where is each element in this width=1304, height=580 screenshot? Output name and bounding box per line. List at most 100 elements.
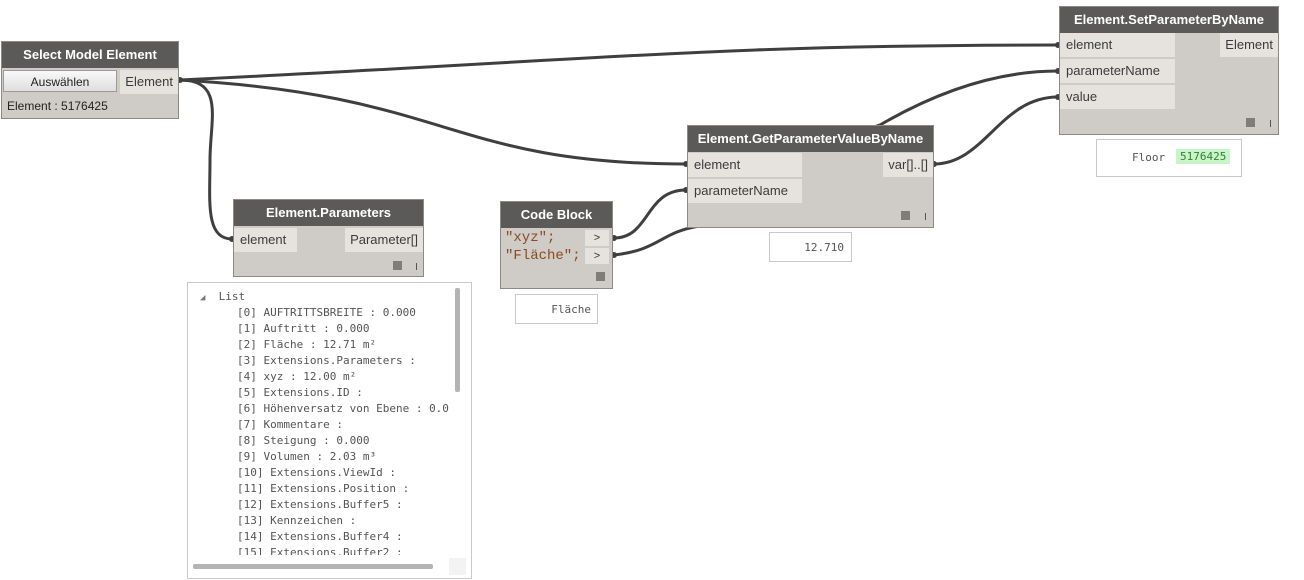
output-port-element[interactable]: Element xyxy=(1220,33,1278,57)
list-item-index: [10] xyxy=(237,466,264,479)
list-item-index: [12] xyxy=(237,498,264,511)
node-set-parameter-by-name[interactable]: Element.SetParameterByName element Eleme… xyxy=(1059,6,1279,135)
port-row: value xyxy=(1060,85,1278,111)
list-item-value: Fläche : 12.71 m² xyxy=(263,338,377,351)
list-item: [9] Volumen : 2.03 m³ xyxy=(237,449,449,465)
node-title[interactable]: Element.GetParameterValueByName xyxy=(688,126,933,152)
input-port-element[interactable]: element xyxy=(688,153,802,177)
list-item-index: [9] xyxy=(237,450,257,463)
list-item: [15] Extensions.Buffer2 : xyxy=(237,545,449,555)
output-port-element[interactable]: Element xyxy=(120,70,178,94)
list-item-index: [14] xyxy=(237,530,264,543)
port-row: element Parameter[] xyxy=(234,228,423,254)
list-items: [0] AUFTRITTSBREITE : 0.000[1] Auftritt … xyxy=(237,305,449,555)
preview-toggle-icon[interactable] xyxy=(901,211,910,220)
list-item-index: [13] xyxy=(237,514,264,527)
vertical-scrollbar[interactable] xyxy=(455,288,460,392)
list-item-index: [2] xyxy=(237,338,257,351)
list-item-value: Extensions.Buffer4 : xyxy=(270,530,403,543)
preview-toggle-icon[interactable] xyxy=(1246,118,1255,127)
node-code-block[interactable]: Code Block "xyz"; "Fläche"; > > xyxy=(500,201,613,289)
port-row: parameterName xyxy=(1060,59,1278,85)
list-item-value: Extensions.Buffer5 : xyxy=(270,498,403,511)
collapse-triangle-icon[interactable]: ◢ xyxy=(200,293,206,303)
set-result-preview: Floor 5176425 xyxy=(1096,139,1242,177)
list-item: [12] Extensions.Buffer5 : xyxy=(237,497,449,513)
preview-value: Fläche xyxy=(551,303,591,316)
list-item-index: [6] xyxy=(237,402,257,415)
list-item-index: [11] xyxy=(237,482,264,495)
list-item: [0] AUFTRITTSBREITE : 0.000 xyxy=(237,305,449,321)
list-item: [6] Höhenversatz von Ebene : 0.0 xyxy=(237,401,449,417)
list-item-value: Kennzeichen : xyxy=(270,514,357,527)
list-item-value: Extensions.ID : xyxy=(263,386,363,399)
list-item-value: Steigung : 0.000 xyxy=(263,434,370,447)
horizontal-scrollbar[interactable] xyxy=(193,564,433,569)
select-button[interactable]: Auswählen xyxy=(3,70,117,92)
node-get-parameter-value-by-name[interactable]: Element.GetParameterValueByName element … xyxy=(687,125,934,228)
list-item: [4] xyz : 12.00 m² xyxy=(237,369,449,385)
input-port-parametername[interactable]: parameterName xyxy=(1060,59,1175,83)
list-item-index: [5] xyxy=(237,386,257,399)
list-item: [11] Extensions.Position : xyxy=(237,481,449,497)
node-title[interactable]: Code Block xyxy=(501,202,612,228)
port-row: parameterName xyxy=(688,179,933,205)
list-item: [14] Extensions.Buffer4 : xyxy=(237,529,449,545)
list-item-value: Volumen : 2.03 m³ xyxy=(263,450,377,463)
list-item-value: xyz : 12.00 m² xyxy=(263,370,357,383)
node-select-model-element[interactable]: Select Model Element Auswählen Element E… xyxy=(1,41,179,119)
output-port-var[interactable]: var[]..[] xyxy=(883,153,933,177)
input-port-element[interactable]: element xyxy=(234,228,297,252)
preview-type: Floor xyxy=(1132,151,1166,164)
list-item-index: [3] xyxy=(237,354,257,367)
list-item-value: Auftritt : 0.000 xyxy=(263,322,370,335)
code-block-preview: Fläche xyxy=(515,294,598,324)
code-line-2[interactable]: "Fläche"; xyxy=(505,248,581,264)
list-item-value: Extensions.ViewId : xyxy=(270,466,396,479)
list-title: List xyxy=(218,290,246,303)
node-element-parameters[interactable]: Element.Parameters element Parameter[] xyxy=(233,199,424,277)
input-port-element[interactable]: element xyxy=(1060,33,1175,57)
list-item-index: [8] xyxy=(237,434,257,447)
list-item: [5] Extensions.ID : xyxy=(237,385,449,401)
node-title[interactable]: Select Model Element xyxy=(2,42,178,68)
list-item-index: [1] xyxy=(237,322,257,335)
node-title[interactable]: Element.SetParameterByName xyxy=(1060,7,1278,33)
code-editor[interactable]: "xyz"; "Fläche"; xyxy=(501,229,585,267)
port-row: element var[]..[] xyxy=(688,153,933,179)
list-header[interactable]: ◢ List xyxy=(200,290,245,303)
list-item-index: [4] xyxy=(237,370,257,383)
wire-element-to-set xyxy=(178,43,1060,82)
list-item: [1] Auftritt : 0.000 xyxy=(237,321,449,337)
code-line-1[interactable]: "xyz"; xyxy=(505,230,556,246)
list-item: [8] Steigung : 0.000 xyxy=(237,433,449,449)
list-item-value: Extensions.Parameters : xyxy=(263,354,416,367)
list-item-value: AUFTRITTSBREITE : 0.000 xyxy=(263,306,416,319)
preview-element-id[interactable]: 5176425 xyxy=(1176,149,1231,164)
output-port-parameters[interactable]: Parameter[] xyxy=(345,228,423,252)
node-title[interactable]: Element.Parameters xyxy=(234,200,423,226)
node-status: Element : 5176425 xyxy=(7,99,108,113)
list-item: [10] Extensions.ViewId : xyxy=(237,465,449,481)
parameter-list-preview[interactable]: ◢ List [0] AUFTRITTSBREITE : 0.000[1] Au… xyxy=(187,282,472,579)
wire-element-to-parameters xyxy=(178,78,234,241)
resize-grip-icon[interactable] xyxy=(1270,120,1271,127)
preview-toggle-icon[interactable] xyxy=(393,261,402,270)
list-item: [13] Kennzeichen : xyxy=(237,513,449,529)
preview-toggle-icon[interactable] xyxy=(596,272,605,281)
list-item: [7] Kommentare : xyxy=(237,417,449,433)
list-item-value: Extensions.Buffer2 : xyxy=(270,546,403,555)
list-item: [3] Extensions.Parameters : xyxy=(237,353,449,369)
output-port-line-1[interactable]: > xyxy=(585,230,609,246)
scrollbar-corner xyxy=(449,558,466,575)
resize-grip-icon[interactable] xyxy=(925,213,926,220)
input-port-value[interactable]: value xyxy=(1060,85,1175,109)
preview-value: 12.710 xyxy=(804,241,844,254)
output-port-line-2[interactable]: > xyxy=(585,248,609,264)
wire-code-to-getparam xyxy=(612,188,688,240)
resize-grip-icon[interactable] xyxy=(416,263,417,270)
list-item: [2] Fläche : 12.71 m² xyxy=(237,337,449,353)
list-item-index: [15] xyxy=(237,546,264,555)
get-value-preview: 12.710 xyxy=(769,232,852,262)
input-port-parametername[interactable]: parameterName xyxy=(688,179,802,203)
